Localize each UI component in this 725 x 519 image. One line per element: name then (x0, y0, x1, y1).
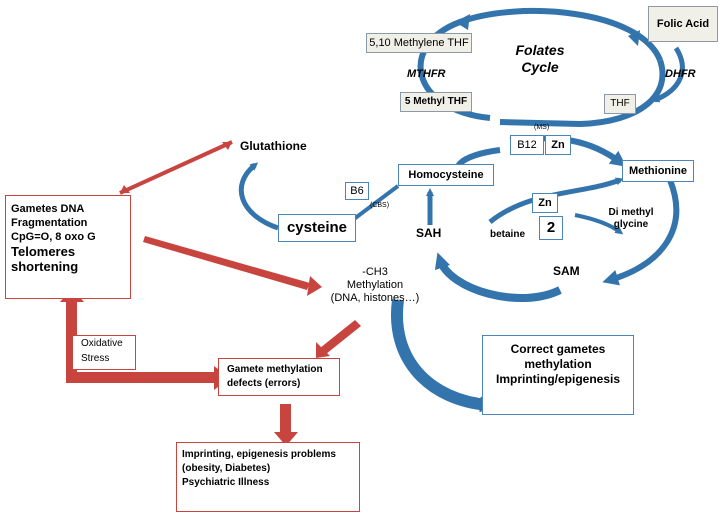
folates-cycle-title-line1: Folates (515, 42, 565, 58)
methyl-thf-label: 5 Methyl THF (404, 96, 468, 107)
two-box: 2 (539, 216, 563, 240)
methylation-label: -CH3 Methylation (DNA, histones…) (320, 266, 430, 305)
betaine-label: betaine (490, 229, 526, 240)
gametes-line4: Telomeres (11, 244, 76, 259)
glutathione-label: Glutathione (240, 139, 307, 153)
gametes-line5: shortening (11, 259, 79, 274)
cbs-label: (CBS) (370, 202, 390, 209)
sah-label: SAH (416, 226, 442, 240)
b12-box: B12 (510, 135, 544, 155)
dhfr-label: DHFR (665, 68, 696, 80)
gametes-line1: Gametes DNA (11, 203, 85, 215)
ms-label: (MS) (534, 124, 550, 131)
folic-acid-box: Folic Acid (648, 6, 718, 42)
methionine-box: Methionine (622, 160, 694, 182)
b12-label: B12 (517, 139, 537, 151)
oxidative-stress-box: Oxidative Stress (72, 335, 136, 370)
homocysteine-label: Homocysteine (408, 169, 484, 181)
epigenesis-problems-box: Imprinting, epigenesis problems (obesity… (176, 442, 360, 512)
mthfr-label: MTHFR (407, 68, 446, 80)
dimethyl-glycine-line1: Di methyl (608, 207, 654, 218)
oxidative-stress-line2: Stress (81, 353, 110, 364)
dimethyl-glycine-label: Di methyl glycine (606, 207, 656, 231)
correct-gametes-line3: Imprinting/epigenesis (495, 372, 621, 386)
methylation-line3: (DNA, histones…) (330, 292, 420, 304)
defects-line1: Gamete methylation (227, 364, 323, 375)
cysteine-box: cysteine (278, 214, 356, 242)
dhfr-arrow (651, 46, 685, 103)
gametes-line2: Fragmentation (11, 217, 88, 229)
cysteine-label: cysteine (286, 219, 348, 236)
thf-label: THF (610, 98, 630, 109)
methylene-thf-label: 5,10 Methylene THF (369, 37, 469, 49)
problems-line2: (obesity, Diabetes) (182, 463, 271, 474)
dimethylglycine-arc (574, 213, 624, 235)
correct-gametes-box: Correct gametes methylation Imprinting/e… (482, 335, 634, 415)
methylation-to-correct-gametes-arrow (391, 299, 496, 413)
folates-cycle-title-line2: Cycle (521, 59, 559, 75)
sam-label: SAM (553, 264, 580, 278)
zn-mid-label: Zn (538, 197, 552, 209)
methylation-line2: Methylation (346, 279, 404, 291)
b6-cbs-line (348, 184, 400, 224)
methylation-line1: -CH3 (362, 266, 388, 278)
oxidative-stress-line1: Oxidative (81, 338, 123, 349)
problems-line1: Imprinting, epigenesis problems (182, 449, 336, 460)
dimethyl-glycine-line2: glycine (613, 219, 649, 230)
folic-acid-label: Folic Acid (656, 18, 710, 30)
methionine-label: Methionine (628, 165, 688, 177)
b6-box: B6 (345, 182, 369, 200)
b6-label: B6 (350, 185, 364, 197)
gametes-line3: CpG=O, 8 oxo G (11, 231, 96, 243)
cysteine-to-glutathione-arrow (238, 162, 279, 231)
methyl-thf-box: 5 Methyl THF (400, 92, 472, 112)
zn-top-label: Zn (551, 139, 565, 151)
gamete-methylation-defects-box: Gamete methylation defects (errors) (218, 358, 340, 396)
homocysteine-box: Homocysteine (398, 164, 494, 186)
methylene-thf-box: 5,10 Methylene THF (366, 33, 472, 53)
zn-mid-box: Zn (532, 193, 558, 213)
correct-gametes-line2: methylation (524, 357, 592, 371)
two-label: 2 (546, 219, 556, 236)
defects-line2: defects (errors) (227, 378, 301, 389)
correct-gametes-line1: Correct gametes (510, 342, 606, 356)
folates-cycle-title: Folates Cycle (500, 42, 580, 76)
gametes-dna-fragmentation-box: Gametes DNA Fragmentation CpG=O, 8 oxo G… (5, 195, 131, 299)
problems-line3: Psychiatric Illness (182, 477, 270, 488)
zn-top-box: Zn (545, 135, 571, 155)
thf-box: THF (604, 94, 636, 114)
